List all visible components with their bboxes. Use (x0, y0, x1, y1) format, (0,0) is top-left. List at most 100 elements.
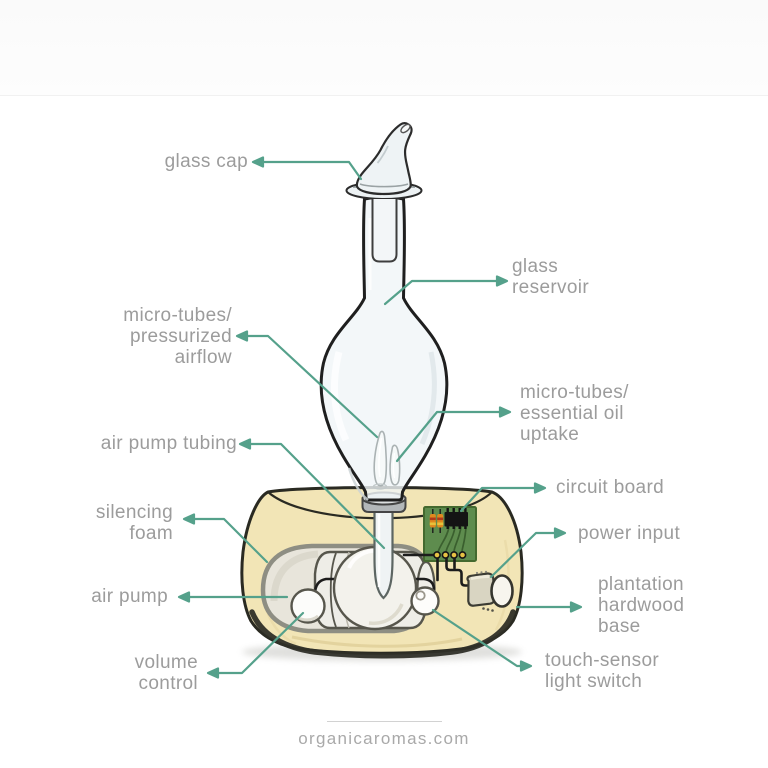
power-input-illustration (466, 570, 514, 612)
dot (484, 570, 488, 573)
label-line: foam (129, 523, 173, 544)
ic-chip (444, 512, 468, 527)
solder-pad (458, 551, 467, 559)
solder-pad (433, 551, 441, 559)
resistor (429, 514, 436, 528)
label-air-pump: air pump (91, 586, 168, 607)
ic-pin (446, 508, 449, 513)
micro-tubes-illustration (372, 430, 401, 490)
pcb-trace (437, 526, 450, 553)
label-hardwood-base: plantation hardwood base (598, 574, 684, 637)
label-power-input: power input (578, 523, 680, 544)
arrowhead-left (177, 591, 191, 603)
dot (482, 607, 485, 610)
pcb-trace (453, 526, 462, 553)
solder-pad (450, 551, 458, 559)
leader-air-pump-tubing (238, 438, 386, 550)
leader-glass-reservoir (383, 275, 509, 306)
label-micro-tubes-uptake: micro-tubes/ essential oil uptake (520, 382, 629, 445)
leader-air-pump (177, 591, 289, 603)
cap-spout (355, 122, 413, 196)
ic-pin (458, 508, 461, 513)
resistor-band (437, 522, 444, 526)
wood-grain (291, 635, 463, 648)
label-line: micro-tubes/ (520, 382, 629, 403)
label-line: plantation (598, 574, 684, 595)
label-line: essential oil (520, 403, 624, 424)
label-line: power input (578, 523, 681, 544)
wire-board-to-power (445, 556, 473, 587)
leader-lines (177, 156, 583, 679)
label-line: silencing (95, 502, 173, 523)
label-silencing-foam: silencing foam (96, 502, 173, 544)
label-line: reservoir (512, 277, 590, 298)
label-line: air pump tubing (100, 433, 237, 454)
arrowhead-left (238, 438, 252, 450)
leader-circuit-board (459, 482, 547, 513)
circuit-board-illustration (423, 506, 477, 562)
air-pump-illustration (313, 545, 436, 631)
label-line: volume (134, 652, 198, 673)
footer-divider (327, 721, 442, 722)
resistor-band (437, 517, 444, 521)
foam-lining (270, 550, 319, 602)
switch-ball (410, 586, 440, 616)
leader-power-input (489, 527, 567, 579)
top-band (0, 0, 768, 96)
dot (486, 608, 490, 611)
arrowhead-left (182, 513, 196, 525)
arrowhead-left (206, 667, 220, 679)
label-line: glass (512, 256, 559, 277)
cap-stem (371, 199, 398, 263)
micro-tube (373, 430, 388, 487)
label-line: control (138, 673, 198, 694)
label-line: air pump (91, 586, 168, 607)
power-socket-ring (490, 574, 514, 608)
label-volume-control: volume control (135, 652, 198, 694)
micro-tube (389, 444, 401, 486)
label-line: micro-tubes/ (123, 305, 232, 326)
arrowhead-right (519, 660, 533, 672)
micro-tube-foot (372, 483, 388, 490)
dot (475, 571, 479, 575)
touch-sensor-ball (410, 586, 440, 616)
ic-pin (452, 508, 455, 513)
pcb-trace (445, 526, 456, 553)
leader-micro-tubes-airflow (235, 330, 379, 439)
power-barrel-highlight (470, 575, 490, 580)
pump-wire (313, 577, 436, 601)
spout-opening (400, 123, 411, 134)
label-air-pump-tubing: air pump tubing (101, 433, 237, 454)
volume-control-knob (290, 588, 326, 624)
label-line: base (598, 616, 641, 637)
volume-ball (290, 588, 326, 624)
label-line: hardwood (598, 595, 685, 616)
pump-shading (368, 603, 404, 626)
base-bottom-edge (249, 609, 516, 659)
switch-ball-highlight (415, 590, 426, 601)
label-line: glass cap (164, 151, 248, 172)
resistor (437, 514, 444, 528)
website-text: organicaromas.com (298, 729, 470, 748)
arrowhead-right (498, 406, 512, 418)
label-glass-reservoir: glass reservoir (512, 256, 589, 298)
arrowhead-left (251, 156, 265, 168)
label-line: touch-sensor (545, 650, 660, 671)
label-touch-sensor: touch-sensor light switch (545, 650, 659, 692)
glass-shading (419, 351, 437, 445)
glass-reservoir-illustration (319, 195, 449, 502)
solder-pads (433, 551, 467, 559)
glass-shading (347, 467, 369, 501)
arrowhead-right (495, 275, 509, 287)
dot (480, 571, 483, 574)
bulb-chord (359, 183, 409, 188)
leader-silencing-foam (182, 513, 269, 564)
leader-hardwood-base (515, 601, 583, 613)
arrowhead-right (569, 601, 583, 613)
reservoir-body (319, 195, 449, 502)
leader-touch-sensor (431, 608, 533, 672)
ic-pin (464, 508, 467, 513)
leader-micro-tubes-uptake (395, 406, 512, 463)
